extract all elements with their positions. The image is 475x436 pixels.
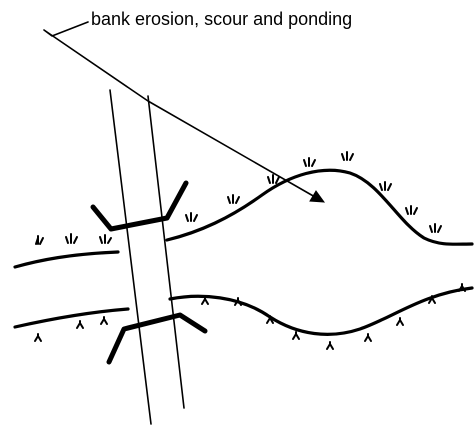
annotation-arrowhead [309, 190, 326, 203]
vegetation-upper-bank [35, 151, 442, 245]
vegetation-lower-bank [34, 283, 466, 350]
lower-stream-bank-right [168, 286, 474, 336]
annotation-leader-line [43, 21, 323, 202]
upper-stream-bank-right [165, 168, 474, 246]
upper-headwall [90, 180, 189, 232]
road-edge-right [147, 95, 185, 409]
road-edge-left [109, 89, 152, 425]
lower-stream-bank-left [13, 307, 130, 329]
lower-headwall [106, 312, 208, 365]
upper-stream-bank-left [13, 250, 120, 269]
annotation-label: bank erosion, scour and ponding [91, 9, 353, 29]
